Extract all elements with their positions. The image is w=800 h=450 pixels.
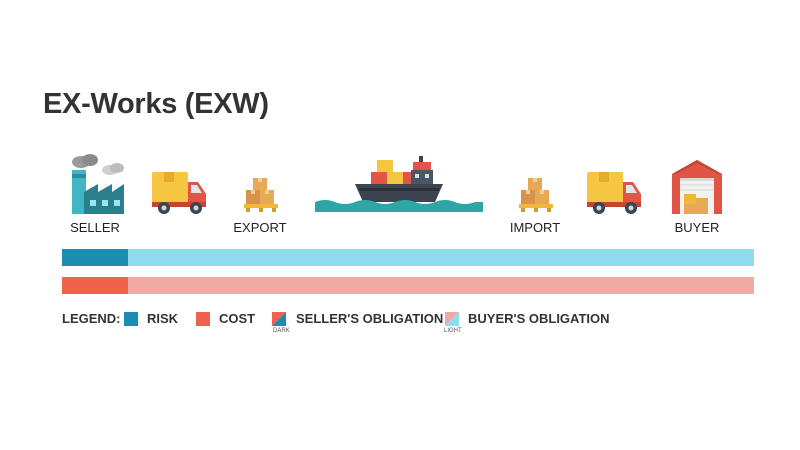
cost-seller-segment [62,277,129,294]
legend-dark-note: DARK [273,328,290,334]
risk-bar [62,249,754,266]
cost-buyer-segment [128,277,754,294]
cargo-ship-icon [315,156,483,212]
legend-title: LEGEND: [62,311,121,326]
legend-dark-swatch [272,312,286,326]
legend-seller-label: SELLER'S OBLIGATION [296,311,444,326]
boxes-on-pallet-icon [244,178,278,212]
cost-bar [62,277,754,294]
legend-risk-label: RISK [147,311,179,326]
legend-cost-label: COST [219,311,256,326]
legend-light-swatch [445,312,459,326]
stage-label-export: EXPORT [233,220,287,235]
stage-label-buyer: BUYER [674,220,720,235]
delivery-truck-icon [587,172,641,214]
risk-buyer-segment [128,249,754,266]
warehouse-icon [672,160,722,214]
legend-buyer-label: BUYER'S OBLIGATION [468,311,610,326]
stage-label-seller: SELLER [70,220,120,235]
factory-icon [72,154,124,214]
legend-cost-swatch [196,312,210,326]
legend-light-note: LIGHT [444,328,462,334]
stage-label-import: IMPORT [509,220,561,235]
boxes-on-pallet-icon [519,178,553,212]
legend-risk-swatch [124,312,138,326]
page-title: EX-Works (EXW) [43,88,269,120]
risk-seller-segment [62,249,129,266]
delivery-truck-icon [152,172,206,214]
